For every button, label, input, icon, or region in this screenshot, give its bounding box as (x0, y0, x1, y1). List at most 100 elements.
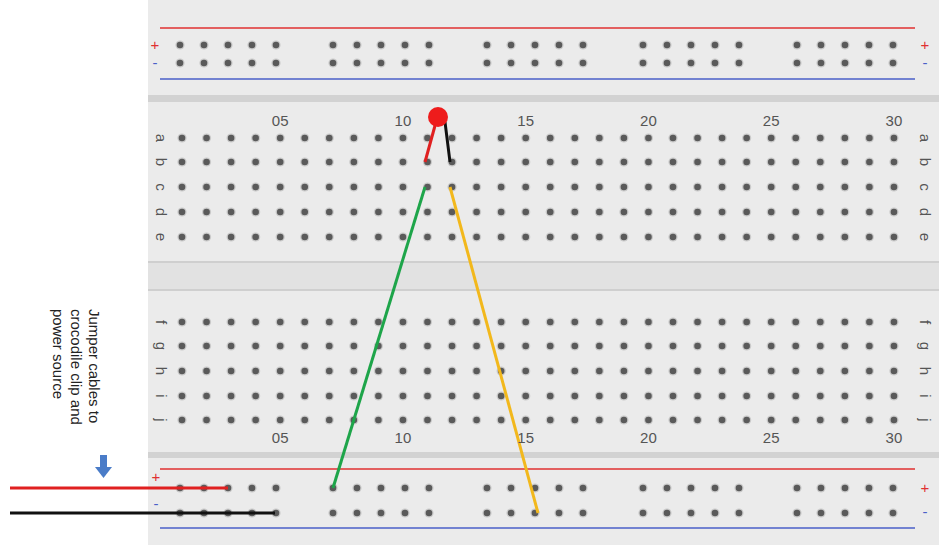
breadboard-hole (497, 341, 506, 350)
breadboard-hole (472, 207, 481, 216)
breadboard-hole (718, 133, 727, 142)
breadboard-hole (644, 133, 653, 142)
breadboard-hole (424, 58, 433, 67)
row-letter: j (154, 418, 169, 421)
breadboard-hole (595, 157, 604, 166)
row-letter: h (154, 367, 169, 375)
breadboard-hole (374, 391, 383, 400)
breadboard-hole (177, 157, 186, 166)
row-letter: c (918, 183, 933, 191)
breadboard-hole (472, 182, 481, 191)
breadboard-hole (840, 341, 849, 350)
breadboard-hole (595, 133, 604, 142)
breadboard-hole (742, 157, 751, 166)
row-letter: a (154, 134, 169, 142)
breadboard-hole (328, 40, 337, 49)
breadboard-hole (865, 366, 874, 375)
breadboard-hole (816, 366, 825, 375)
breadboard-hole (570, 391, 579, 400)
breadboard-hole (554, 40, 563, 49)
breadboard-hole (595, 182, 604, 191)
channel-edge (148, 289, 939, 291)
breadboard-hole (423, 207, 432, 216)
breadboard-hole (202, 391, 211, 400)
row-letter: j (918, 418, 933, 421)
breadboard-hole (686, 483, 695, 492)
breadboard-hole (865, 317, 874, 326)
breadboard-hole (595, 341, 604, 350)
breadboard-hole (693, 366, 702, 375)
breadboard-hole (595, 415, 604, 424)
breadboard-hole (251, 207, 260, 216)
breadboard-hole (840, 483, 849, 492)
breadboard-hole (300, 415, 309, 424)
breadboard-hole (644, 391, 653, 400)
breadboard-hole (816, 483, 825, 492)
breadboard-hole (276, 341, 285, 350)
breadboard-hole (251, 133, 260, 142)
breadboard-hole (668, 182, 677, 191)
arrow-head (95, 467, 112, 478)
red-power-cable (10, 487, 228, 490)
negative-rail-line (160, 527, 915, 529)
breadboard-hole (570, 366, 579, 375)
breadboard-hole (767, 366, 776, 375)
breadboard-hole (638, 58, 647, 67)
column-number: 05 (272, 113, 289, 128)
row-letter: d (918, 208, 933, 216)
breadboard-hole (423, 341, 432, 350)
breadboard-hole (686, 508, 695, 517)
breadboard-hole (889, 366, 898, 375)
breadboard-hole (791, 341, 800, 350)
breadboard-hole (638, 483, 647, 492)
breadboard-hole (472, 157, 481, 166)
breadboard-hole (662, 58, 671, 67)
arrow-shaft (100, 455, 107, 467)
breadboard-hole (840, 508, 849, 517)
breadboard-hole (349, 182, 358, 191)
breadboard-hole (227, 232, 236, 241)
breadboard-hole (398, 133, 407, 142)
breadboard-hole (177, 366, 186, 375)
breadboard-hole (767, 207, 776, 216)
breadboard-hole (328, 508, 337, 517)
breadboard-hole (888, 40, 897, 49)
breadboard-hole (864, 483, 873, 492)
breadboard-hole (374, 133, 383, 142)
breadboard-hole (398, 366, 407, 375)
breadboard-hole (199, 40, 208, 49)
row-letter: d (154, 208, 169, 216)
breadboard-hole (734, 483, 743, 492)
breadboard-hole (693, 157, 702, 166)
breadboard-hole (668, 415, 677, 424)
breadboard-hole (554, 508, 563, 517)
breadboard-hole (271, 58, 280, 67)
rail-minus-sign: - (923, 55, 928, 70)
breadboard-hole (619, 182, 628, 191)
breadboard-hole (447, 341, 456, 350)
negative-rail-line (160, 78, 915, 80)
breadboard-hole (865, 133, 874, 142)
breadboard-hole (177, 341, 186, 350)
row-letter: g (918, 342, 933, 350)
breadboard-hole (662, 508, 671, 517)
breadboard-hole (472, 133, 481, 142)
breadboard-hole (816, 133, 825, 142)
rail-separator (148, 452, 939, 458)
breadboard-hole (271, 483, 280, 492)
breadboard-hole (497, 157, 506, 166)
breadboard-hole (227, 157, 236, 166)
breadboard-hole (202, 157, 211, 166)
breadboard-hole (300, 182, 309, 191)
breadboard-hole (742, 415, 751, 424)
breadboard-hole (521, 415, 530, 424)
breadboard-hole (177, 232, 186, 241)
breadboard-hole (619, 366, 628, 375)
breadboard-hole (840, 415, 849, 424)
breadboard-hole (400, 508, 409, 517)
breadboard-hole (644, 157, 653, 166)
breadboard-hole (530, 40, 539, 49)
breadboard-hole (742, 366, 751, 375)
positive-rail-line (160, 468, 915, 470)
breadboard-hole (497, 317, 506, 326)
